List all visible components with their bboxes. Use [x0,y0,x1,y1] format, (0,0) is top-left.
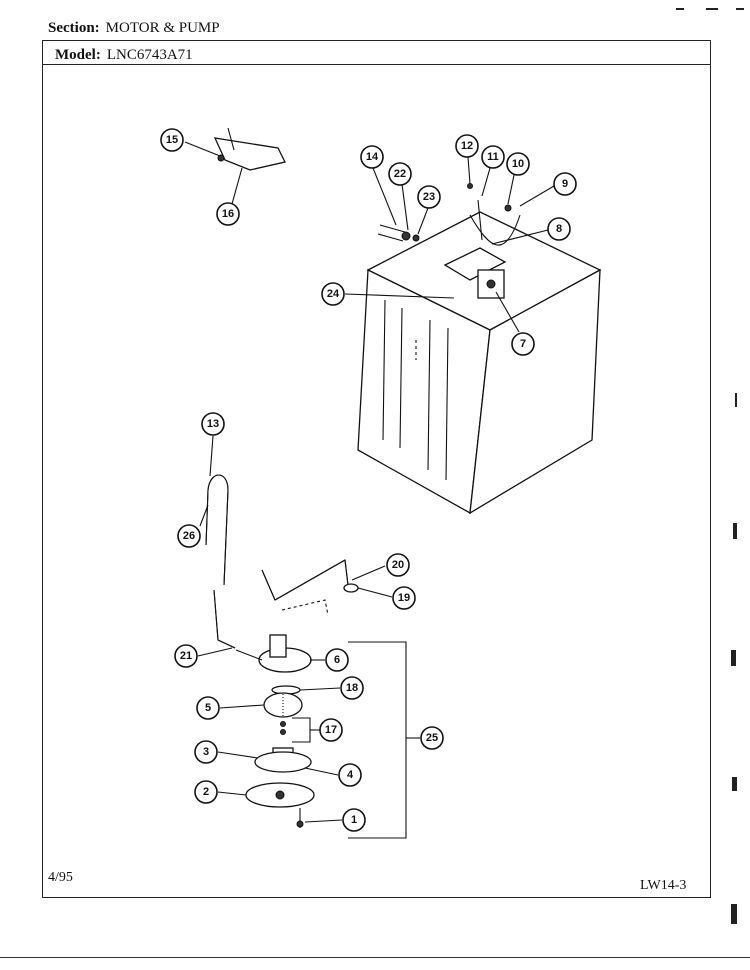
model-label: Model: [55,47,101,63]
scan-mark [676,8,684,10]
bottom-rule [0,957,750,958]
fittings [377,183,521,246]
date-code: 4/95 [48,870,73,885]
callout-3-label: 3 [203,746,209,758]
callout-17-label: 17 [325,724,337,736]
callout-20-label: 20 [392,559,404,571]
section-label: Section: [48,20,100,36]
callout-12: 12 [455,134,479,158]
section-header: Section: MOTOR & PUMP [48,20,220,37]
model-value: LNC6743A71 [106,47,193,63]
callout-21-label: 21 [180,650,192,662]
callout-18-label: 18 [346,682,358,694]
callout-23-label: 23 [423,191,435,203]
callout-22: 22 [388,162,412,186]
callout-22-label: 22 [394,168,406,180]
pump-assembly [235,634,315,828]
callout-9-label: 9 [562,178,568,190]
assembly-bracket [348,641,407,839]
callout-6-label: 6 [334,654,340,666]
callout-15-label: 15 [166,134,178,146]
callout-14-label: 14 [366,151,379,163]
callout-8: 8 [547,217,571,241]
washer-cabinet [357,211,602,515]
callout-11-label: 11 [487,151,499,163]
callout-25: 25 [420,726,444,750]
callout-13: 13 [201,412,225,436]
diagram-frame [42,40,711,898]
callout-1: 1 [342,808,366,832]
callout-26: 26 [177,524,201,548]
callout-2: 2 [194,780,218,804]
callout-10: 10 [506,152,530,176]
callout-3: 3 [194,740,218,764]
leader-lines [184,141,555,823]
callout-4: 4 [338,763,362,787]
callout-23: 23 [417,185,441,209]
callout-7-label: 7 [520,338,526,350]
callout-15: 15 [160,128,184,152]
pump-hose [261,559,359,616]
callout-6: 6 [325,648,349,672]
callout-19: 19 [392,586,416,610]
scan-mark [736,8,744,10]
callout-13-label: 13 [207,418,219,430]
callout-12-label: 12 [461,140,473,152]
callout-7: 7 [511,332,535,356]
callout-8-label: 8 [556,223,562,235]
model-divider [42,64,711,65]
callout-11: 11 [481,145,505,169]
callout-21: 21 [174,644,198,668]
callout-5: 5 [196,696,220,720]
scan-mark [732,777,737,791]
callout-26-label: 26 [183,530,195,542]
scan-mark [731,904,737,924]
callout-20: 20 [386,553,410,577]
callout-4-label: 4 [347,769,354,781]
callout-14: 14 [360,145,384,169]
callout-24-label: 24 [327,288,340,300]
callout-2-label: 2 [203,786,209,798]
section-value: MOTOR & PUMP [105,20,220,36]
callout-25-label: 25 [426,732,438,744]
scan-mark [735,393,737,407]
callout-18: 18 [340,676,364,700]
callout-1-label: 1 [351,814,357,826]
callout-16: 16 [216,202,240,226]
callout-10-label: 10 [512,158,524,170]
scan-mark [731,650,736,666]
model-header: Model: LNC6743A71 [55,47,193,64]
callout-9: 9 [553,172,577,196]
callout-17: 17 [319,718,343,742]
scan-mark [706,8,718,10]
page-code: LW14-3 [640,878,687,893]
scan-mark [733,523,737,539]
bracket-part [213,127,286,171]
callout-5-label: 5 [205,702,211,714]
callout-16-label: 16 [222,208,234,220]
drain-hose [205,474,236,649]
callout-24: 24 [321,282,345,306]
kit-bracket [292,717,311,743]
callout-19-label: 19 [398,592,410,604]
